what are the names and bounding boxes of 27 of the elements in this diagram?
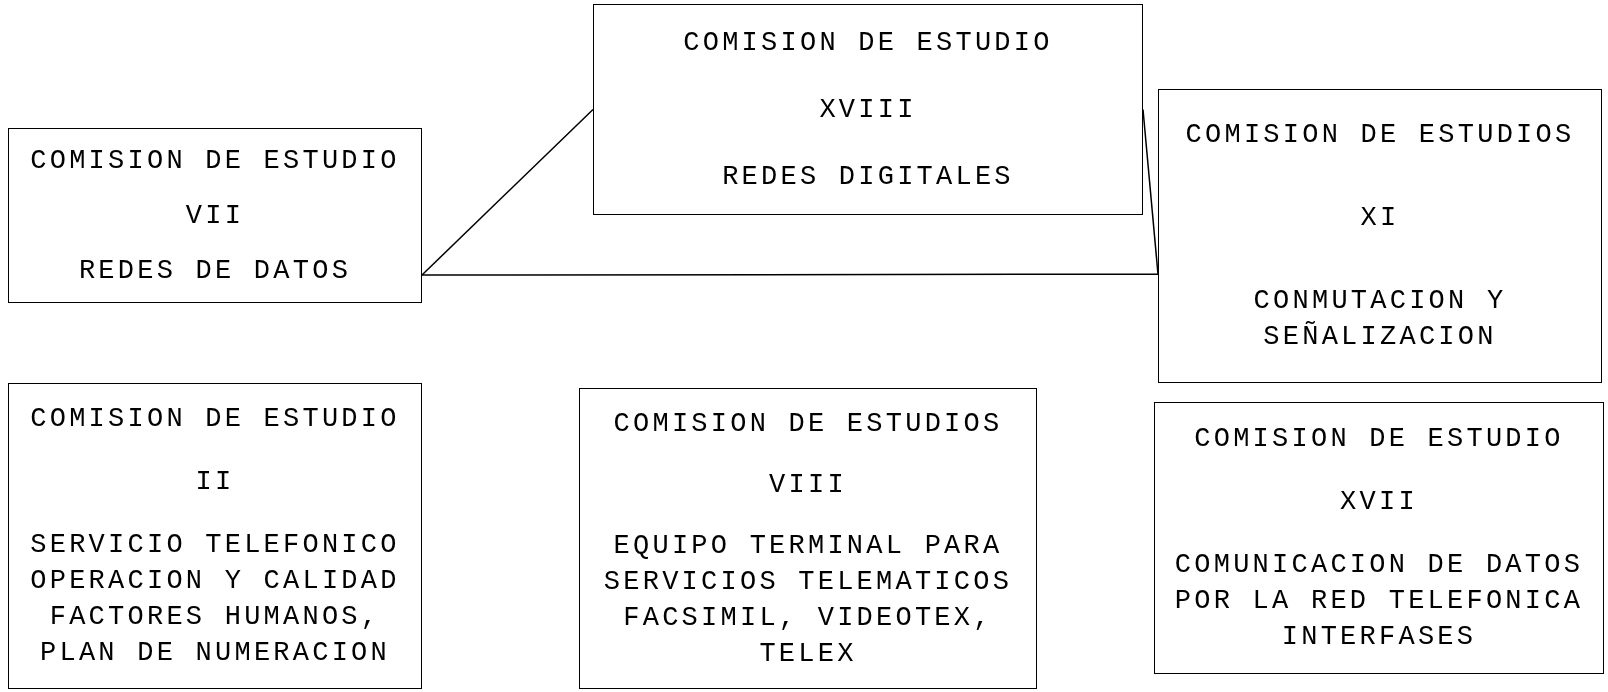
- connector-line: [421, 273, 1159, 276]
- commission-topic: SERVICIO TELEFONICO OPERACION Y CALIDAD FACTORES HUMANOS, PLAN DE NUMERACION: [29, 528, 401, 670]
- roman-numeral: VII: [185, 199, 245, 233]
- commission-heading: COMISION DE ESTUDIOS: [613, 407, 1003, 441]
- connector-line: [421, 108, 594, 276]
- roman-numeral: VIII: [769, 468, 847, 502]
- commission-topic: REDES DIGITALES: [722, 160, 1014, 194]
- roman-numeral: XVII: [1340, 486, 1418, 519]
- commission-heading: COMISION DE ESTUDIO: [1194, 422, 1564, 456]
- commission-heading: COMISION DE ESTUDIOS: [1185, 119, 1575, 153]
- commission-topic: CONMUTACION Y SEÑALIZACION: [1252, 284, 1508, 354]
- commission-topic: COMUNICACION DE DATOS POR LA RED TELEFONICA INTERFASES: [1173, 549, 1585, 655]
- commission-box: [593, 4, 1143, 215]
- commission-box: [8, 128, 422, 303]
- commission-topic: REDES DE DATOS: [78, 254, 352, 288]
- roman-numeral: XI: [1360, 202, 1400, 235]
- commission-box: [1158, 89, 1602, 383]
- commission-heading: COMISION DE ESTUDIO: [683, 26, 1053, 60]
- roman-numeral: XVIII: [819, 93, 917, 127]
- commission-topic: EQUIPO TERMINAL PARA SERVICIOS TELEMATICOS FACSIMIL, VIDEOTEX, TELEX: [602, 529, 1014, 671]
- connector-line: [1142, 108, 1159, 275]
- commission-box: [8, 383, 422, 689]
- commission-box: [1154, 402, 1604, 674]
- roman-numeral: II: [195, 466, 235, 499]
- commission-box: [579, 388, 1037, 689]
- commission-heading: COMISION DE ESTUDIO: [30, 403, 400, 437]
- commission-heading: COMISION DE ESTUDIO: [30, 144, 400, 178]
